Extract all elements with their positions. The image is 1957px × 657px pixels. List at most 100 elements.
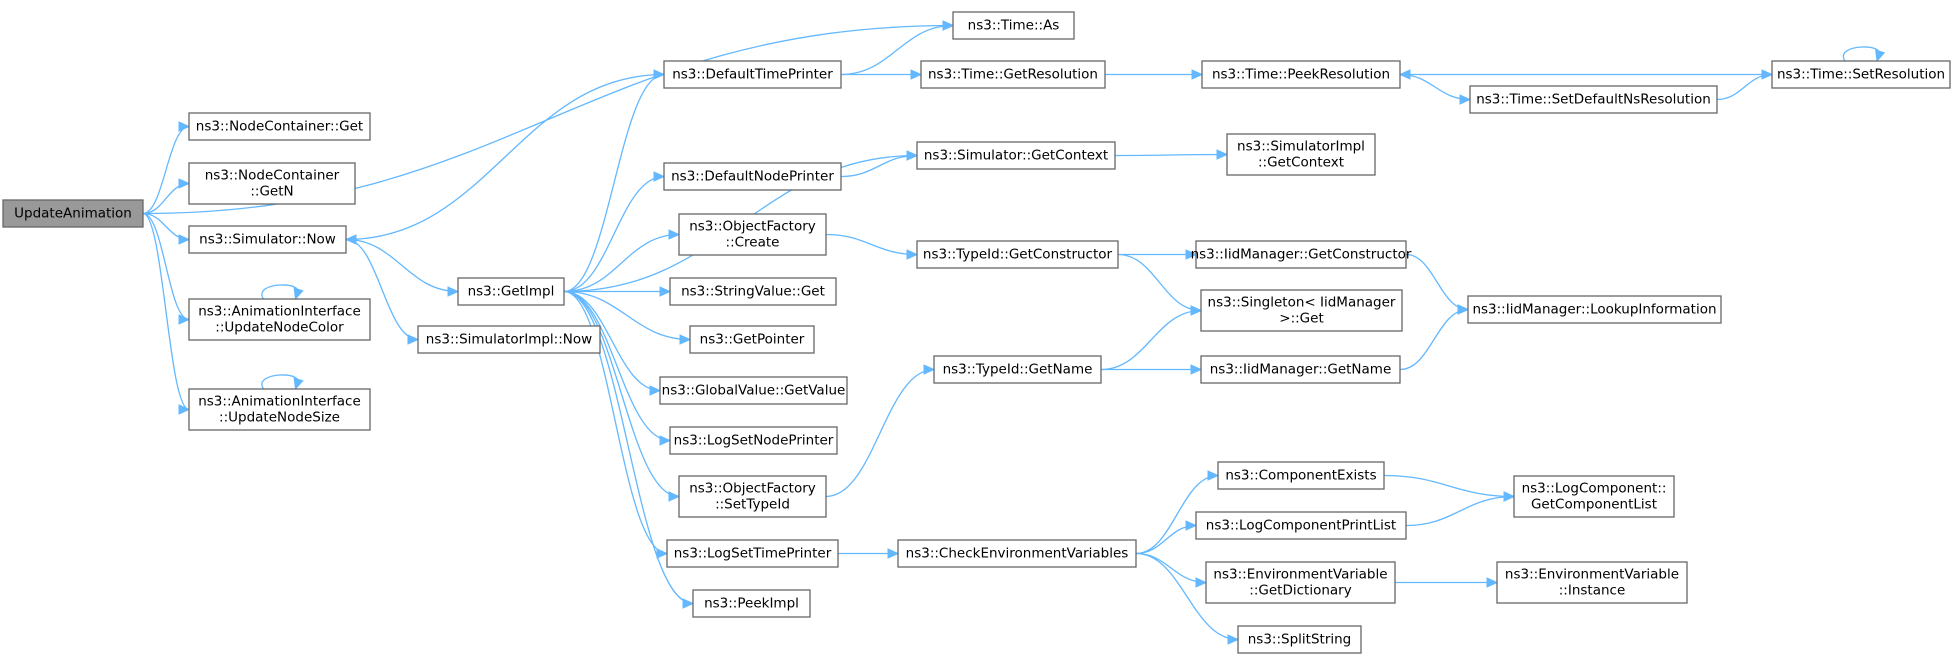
- edge-arrowhead: [649, 385, 662, 396]
- edge-compexists-to-logcomp-getlist: [1383, 474, 1515, 498]
- node-box: [1226, 133, 1376, 176]
- node-label: ::GetN: [250, 184, 293, 200]
- edge-deftp-to-sim-now: [345, 73, 665, 241]
- edge-arrowhead: [668, 229, 681, 240]
- edge-arrowhead: [1190, 305, 1203, 316]
- node-logcompprint[interactable]: ns3::LogComponentPrintList: [1195, 511, 1407, 540]
- node-getimpl[interactable]: ns3::GetImpl: [457, 277, 565, 306]
- node-label: ns3::Simulator::Now: [199, 232, 336, 248]
- node-label: ns3::NodeContainer::Get: [196, 119, 363, 135]
- node-box: [1201, 60, 1401, 89]
- node-time-setres[interactable]: ns3::Time::SetResolution: [1771, 60, 1951, 89]
- node-deftp[interactable]: ns3::DefaultTimePrinter: [663, 60, 842, 89]
- node-peekimpl[interactable]: ns3::PeekImpl: [692, 589, 811, 618]
- node-box: [1513, 475, 1675, 518]
- edge-checkenv-to-compexists: [1135, 474, 1219, 555]
- node-ai-color[interactable]: ns3::AnimationInterface::UpdateNodeColor: [188, 298, 371, 341]
- edge-getimpl-to-getpointer: [563, 290, 691, 341]
- node-tid-getname[interactable]: ns3::TypeId::GetName: [933, 355, 1102, 384]
- node-time-peekres[interactable]: ns3::Time::PeekResolution: [1201, 60, 1401, 89]
- node-box: [663, 162, 842, 191]
- node-iid-lookup[interactable]: ns3::IidManager::LookupInformation: [1467, 295, 1722, 324]
- node-label: ::Create: [726, 235, 780, 251]
- node-label: ns3::IidManager::LookupInformation: [1472, 302, 1716, 318]
- node-label: ns3::SimulatorImpl: [1237, 139, 1365, 155]
- node-box: [188, 298, 371, 341]
- node-checkenv[interactable]: ns3::CheckEnvironmentVariables: [897, 539, 1137, 568]
- node-box: [666, 539, 839, 568]
- node-label: ns3::DefaultTimePrinter: [672, 67, 833, 83]
- node-label: ns3::DefaultNodePrinter: [671, 169, 834, 185]
- node-time-as[interactable]: ns3::Time::As: [952, 11, 1075, 40]
- node-label: ns3::GlobalValue::GetValue: [662, 383, 846, 399]
- node-box: [692, 589, 811, 618]
- node-logcomp-getlist[interactable]: ns3::LogComponent::GetComponentList: [1513, 475, 1675, 518]
- edge-arrowhead: [1191, 69, 1204, 80]
- edge-arrowhead: [906, 249, 919, 260]
- node-box: [188, 162, 356, 205]
- node-iid-getctor[interactable]: ns3::IidManager::GetConstructor: [1191, 240, 1412, 269]
- node-box: [1771, 60, 1951, 89]
- node-sv-get[interactable]: ns3::StringValue::Get: [669, 277, 837, 306]
- node-sim-getctx[interactable]: ns3::Simulator::GetContext: [916, 141, 1116, 170]
- node-compexists[interactable]: ns3::ComponentExists: [1217, 461, 1385, 490]
- node-label: ns3::GetImpl: [468, 284, 555, 300]
- node-envvar-getdict[interactable]: ns3::EnvironmentVariable::GetDictionary: [1205, 561, 1396, 604]
- edge-arrowhead: [910, 69, 923, 80]
- node-of-settypeid[interactable]: ns3::ObjectFactory::SetTypeId: [678, 475, 827, 518]
- node-defnp[interactable]: ns3::DefaultNodePrinter: [663, 162, 842, 191]
- node-simimpl-now[interactable]: ns3::SimulatorImpl::Now: [417, 325, 601, 354]
- node-sim-now[interactable]: ns3::Simulator::Now: [188, 225, 347, 254]
- node-label: >::Get: [1279, 311, 1323, 327]
- node-envvar-instance[interactable]: ns3::EnvironmentVariable::Instance: [1496, 561, 1688, 604]
- node-singleton-get[interactable]: ns3::Singleton< IidManager >::Get: [1200, 289, 1403, 332]
- edge-root-to-ai-size: [142, 212, 190, 411]
- node-label: ns3::PeekImpl: [704, 596, 799, 612]
- node-of-create[interactable]: ns3::ObjectFactory::Create: [678, 213, 827, 256]
- node-logsetnp[interactable]: ns3::LogSetNodePrinter: [669, 426, 838, 455]
- node-nc-getn[interactable]: ns3::NodeContainer::GetN: [188, 162, 356, 205]
- node-box: [1200, 355, 1401, 384]
- edge-arrowhead: [1503, 491, 1516, 502]
- node-box: [1496, 561, 1688, 604]
- node-label: ns3::SplitString: [1248, 632, 1352, 648]
- node-label: ns3::ObjectFactory: [689, 219, 816, 235]
- node-iid-getname[interactable]: ns3::IidManager::GetName: [1200, 355, 1401, 384]
- node-label: ns3::ComponentExists: [1225, 468, 1376, 484]
- edge-arrowhead: [668, 491, 681, 502]
- node-label: ns3::LogSetTimePrinter: [674, 546, 832, 562]
- call-graph-nodes: UpdateAnimationns3::NodeContainer::Getns…: [2, 11, 1951, 654]
- edge-arrowhead: [1195, 577, 1208, 588]
- node-gv-getvalue[interactable]: ns3::GlobalValue::GetValue: [659, 376, 848, 405]
- node-ai-size[interactable]: ns3::AnimationInterface::UpdateNodeSize: [188, 388, 371, 431]
- node-box: [669, 277, 837, 306]
- edge-arrowhead: [659, 435, 672, 446]
- edge-getimpl-to-of-settypeid: [563, 290, 680, 498]
- edge-getimpl-to-logsetnp: [563, 290, 671, 442]
- node-splitstring[interactable]: ns3::SplitString: [1237, 625, 1362, 654]
- node-label: ::GetContext: [1258, 155, 1344, 171]
- edge-arrowhead: [923, 364, 936, 375]
- node-time-getres[interactable]: ns3::Time::GetResolution: [920, 60, 1106, 89]
- node-box: [678, 475, 827, 518]
- node-box: [916, 240, 1119, 269]
- edge-arrowhead: [653, 171, 666, 182]
- node-label: ::UpdateNodeColor: [215, 320, 344, 336]
- edge-arrowhead: [1190, 364, 1203, 375]
- edge-checkenv-to-splitstring: [1135, 552, 1239, 641]
- node-logsettp[interactable]: ns3::LogSetTimePrinter: [666, 539, 839, 568]
- node-simimpl-getctx[interactable]: ns3::SimulatorImpl::GetContext: [1226, 133, 1376, 176]
- node-label: ::GetDictionary: [1249, 583, 1351, 599]
- node-box: [1467, 295, 1722, 324]
- node-label: UpdateAnimation: [14, 206, 132, 222]
- edge-arrowhead: [1486, 577, 1499, 588]
- node-nc-get[interactable]: ns3::NodeContainer::Get: [188, 112, 371, 141]
- edge-arrowhead: [1875, 49, 1886, 63]
- edge-arrowhead: [887, 548, 900, 559]
- node-getpointer[interactable]: ns3::GetPointer: [689, 325, 815, 354]
- node-root[interactable]: UpdateAnimation: [2, 199, 144, 228]
- node-tid-getctor[interactable]: ns3::TypeId::GetConstructor: [916, 240, 1119, 269]
- node-time-setdefns[interactable]: ns3::Time::SetDefaultNsResolution: [1469, 85, 1718, 114]
- edge-arrowhead: [1227, 634, 1240, 645]
- node-label: ns3::IidManager::GetName: [1210, 362, 1392, 378]
